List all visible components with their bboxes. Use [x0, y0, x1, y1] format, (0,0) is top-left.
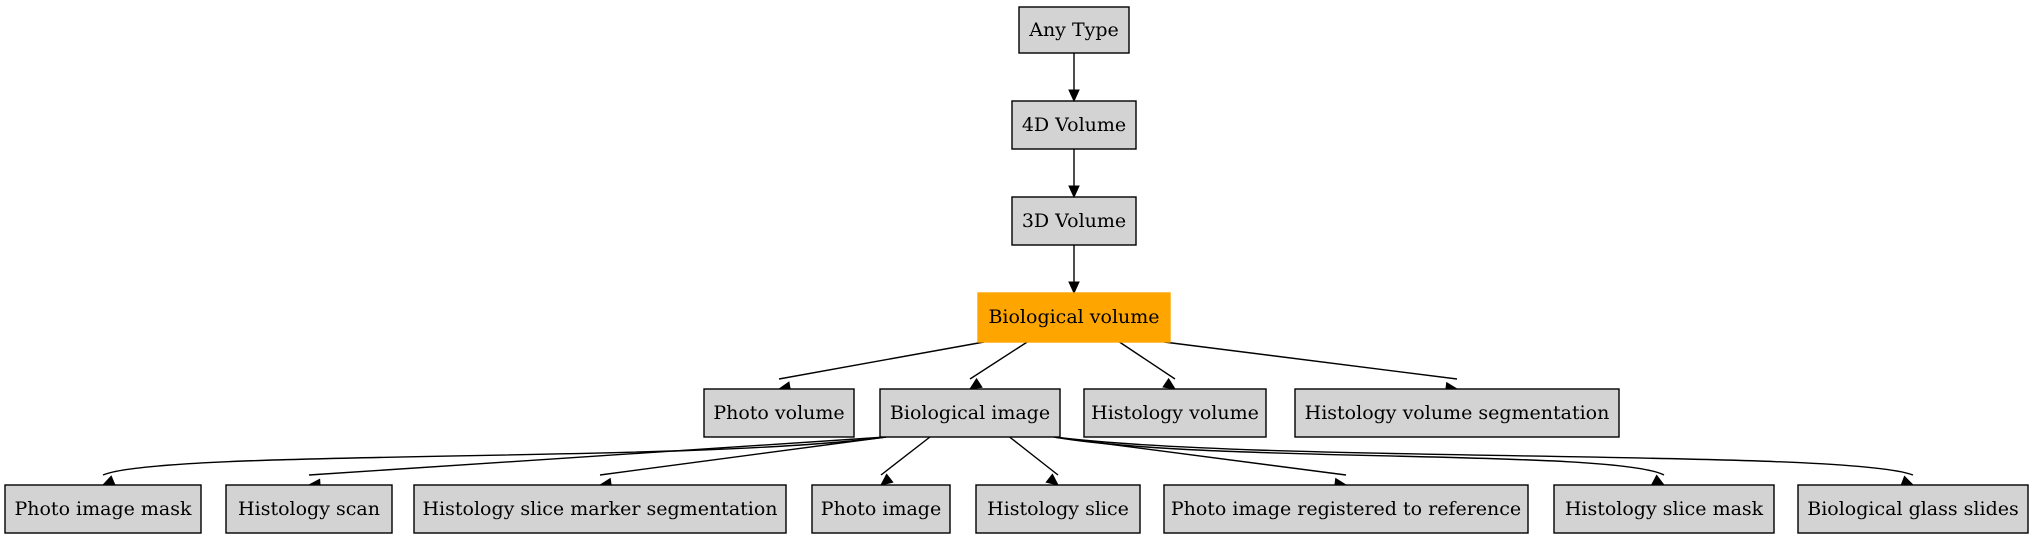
node-biological-volume[interactable]: Biological volume: [977, 292, 1171, 343]
node-label: Biological glass slides: [1807, 498, 2019, 520]
edge-line: [599, 436, 887, 476]
node-4d-volume[interactable]: 4D Volume: [1011, 100, 1137, 150]
node-label: Photo image: [821, 498, 941, 520]
node-any-type[interactable]: Any Type: [1018, 6, 1130, 54]
edge-line: [102, 436, 887, 476]
edge-line: [1009, 436, 1059, 476]
node-label: 3D Volume: [1022, 210, 1126, 232]
node-label: Histology slice mask: [1565, 498, 1764, 520]
node-histology-slice[interactable]: Histology slice: [975, 484, 1141, 534]
node-photo-volume[interactable]: Photo volume: [703, 388, 855, 438]
node-histology-scan[interactable]: Histology scan: [225, 484, 393, 534]
arrowhead-icon: [1045, 473, 1059, 486]
node-label: Histology volume: [1091, 402, 1259, 424]
node-label: Photo volume: [713, 402, 844, 424]
arrowhead-icon: [880, 473, 894, 486]
edge-line: [778, 341, 985, 380]
node-label: Histology slice marker segmentation: [422, 498, 777, 520]
node-photo-image[interactable]: Photo image: [811, 484, 951, 534]
node-biological-image[interactable]: Biological image: [879, 388, 1061, 438]
arrowhead-icon: [1068, 89, 1080, 103]
node-label: Photo image mask: [14, 498, 192, 520]
node-label: Any Type: [1028, 19, 1119, 41]
node-label: Histology volume segmentation: [1305, 402, 1610, 424]
edge-line: [880, 436, 931, 476]
arrowhead-icon: [1162, 377, 1177, 390]
node-histology-volume-segmentation[interactable]: Histology volume segmentation: [1294, 388, 1620, 438]
arrowhead-icon: [1651, 474, 1666, 486]
node-photo-image-mask[interactable]: Photo image mask: [4, 484, 202, 534]
node-biological-glass-slides[interactable]: Biological glass slides: [1797, 484, 2029, 534]
node-histology-slice-mask[interactable]: Histology slice mask: [1553, 484, 1775, 534]
arrowhead-icon: [101, 475, 116, 486]
node-3d-volume[interactable]: 3D Volume: [1011, 196, 1137, 246]
edge-line: [1163, 341, 1458, 380]
node-histology-slice-marker-segmentation[interactable]: Histology slice marker segmentation: [413, 484, 787, 534]
node-label: Histology slice: [987, 498, 1129, 520]
edge-line: [1053, 436, 1665, 476]
node-label: Biological volume: [988, 306, 1159, 328]
node-label: Photo image registered to reference: [1171, 498, 1521, 520]
nodes-layer: Any Type 4D Volume 3D Volume Biological …: [4, 6, 2029, 534]
edge-line: [1053, 436, 1914, 476]
node-photo-image-registered[interactable]: Photo image registered to reference: [1163, 484, 1529, 534]
node-label: Histology scan: [238, 498, 380, 520]
arrowhead-icon: [1068, 281, 1080, 295]
arrowhead-icon: [1068, 185, 1080, 199]
node-label: Biological image: [890, 402, 1050, 424]
edge-line: [969, 341, 1028, 380]
node-histology-volume[interactable]: Histology volume: [1083, 388, 1267, 438]
edge-line: [1119, 341, 1176, 380]
node-label: 4D Volume: [1022, 114, 1126, 136]
arrowhead-icon: [968, 377, 983, 390]
edge-line: [308, 436, 887, 476]
